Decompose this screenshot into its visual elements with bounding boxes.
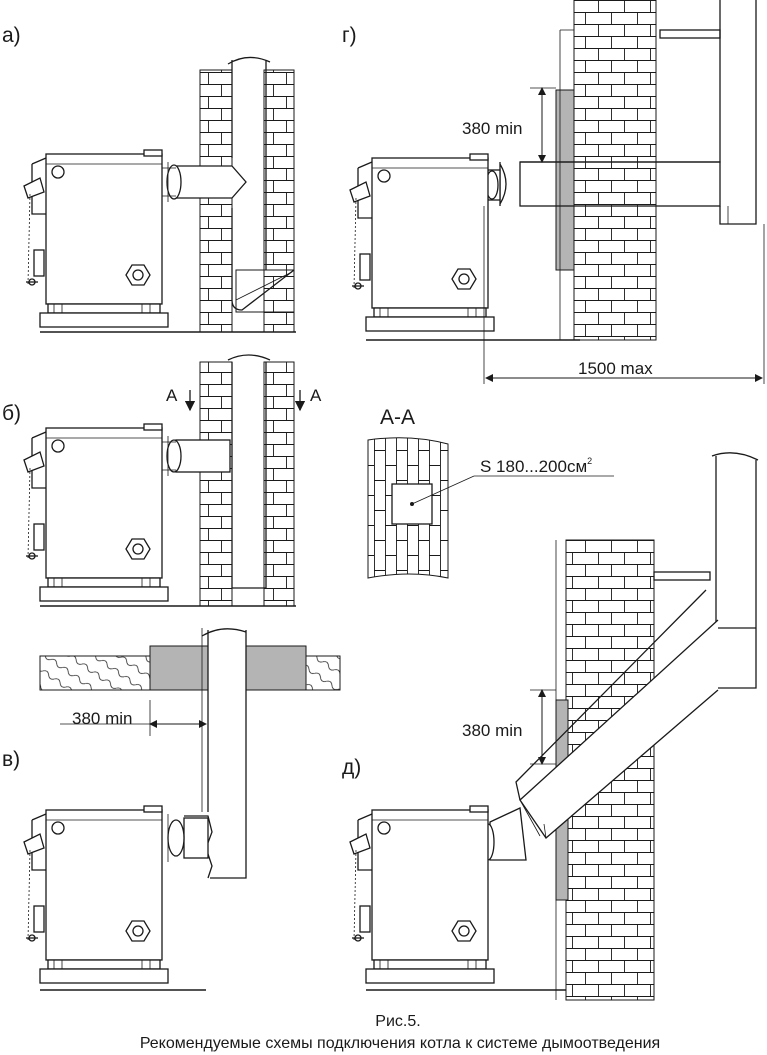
dimension-380-min-v: 380 min (72, 709, 132, 728)
figure-number: Рис.5. (375, 1013, 420, 1030)
panel-label-d: д) (342, 756, 361, 779)
panel-label-v: в) (2, 748, 20, 771)
figure-caption: Рекомендуемые схемы подключения котла к … (140, 1035, 660, 1052)
panel-label-b: б) (2, 402, 21, 425)
panel-a-diagram (23, 56, 296, 333)
dimension-1500-max: 1500 max (578, 359, 653, 378)
section-view-title: А-А (380, 406, 415, 429)
area-note: S 180...200см2 (480, 456, 592, 476)
panel-d-diagram (349, 452, 759, 1001)
area-note-superscript: 2 (587, 456, 592, 466)
section-a-a-diagram (367, 437, 614, 579)
panel-label-a: а) (2, 24, 21, 47)
section-mark-right: А (310, 386, 322, 405)
panel-v-diagram (23, 628, 341, 991)
dimension-380-min-d: 380 min (462, 721, 522, 740)
section-mark-left: А (166, 386, 178, 405)
area-note-text: S 180...200см (480, 457, 587, 476)
panel-g-diagram (349, 0, 765, 384)
panel-b-diagram (23, 354, 306, 607)
dimension-380-min-g: 380 min (462, 119, 522, 138)
panel-label-g: г) (342, 24, 357, 47)
